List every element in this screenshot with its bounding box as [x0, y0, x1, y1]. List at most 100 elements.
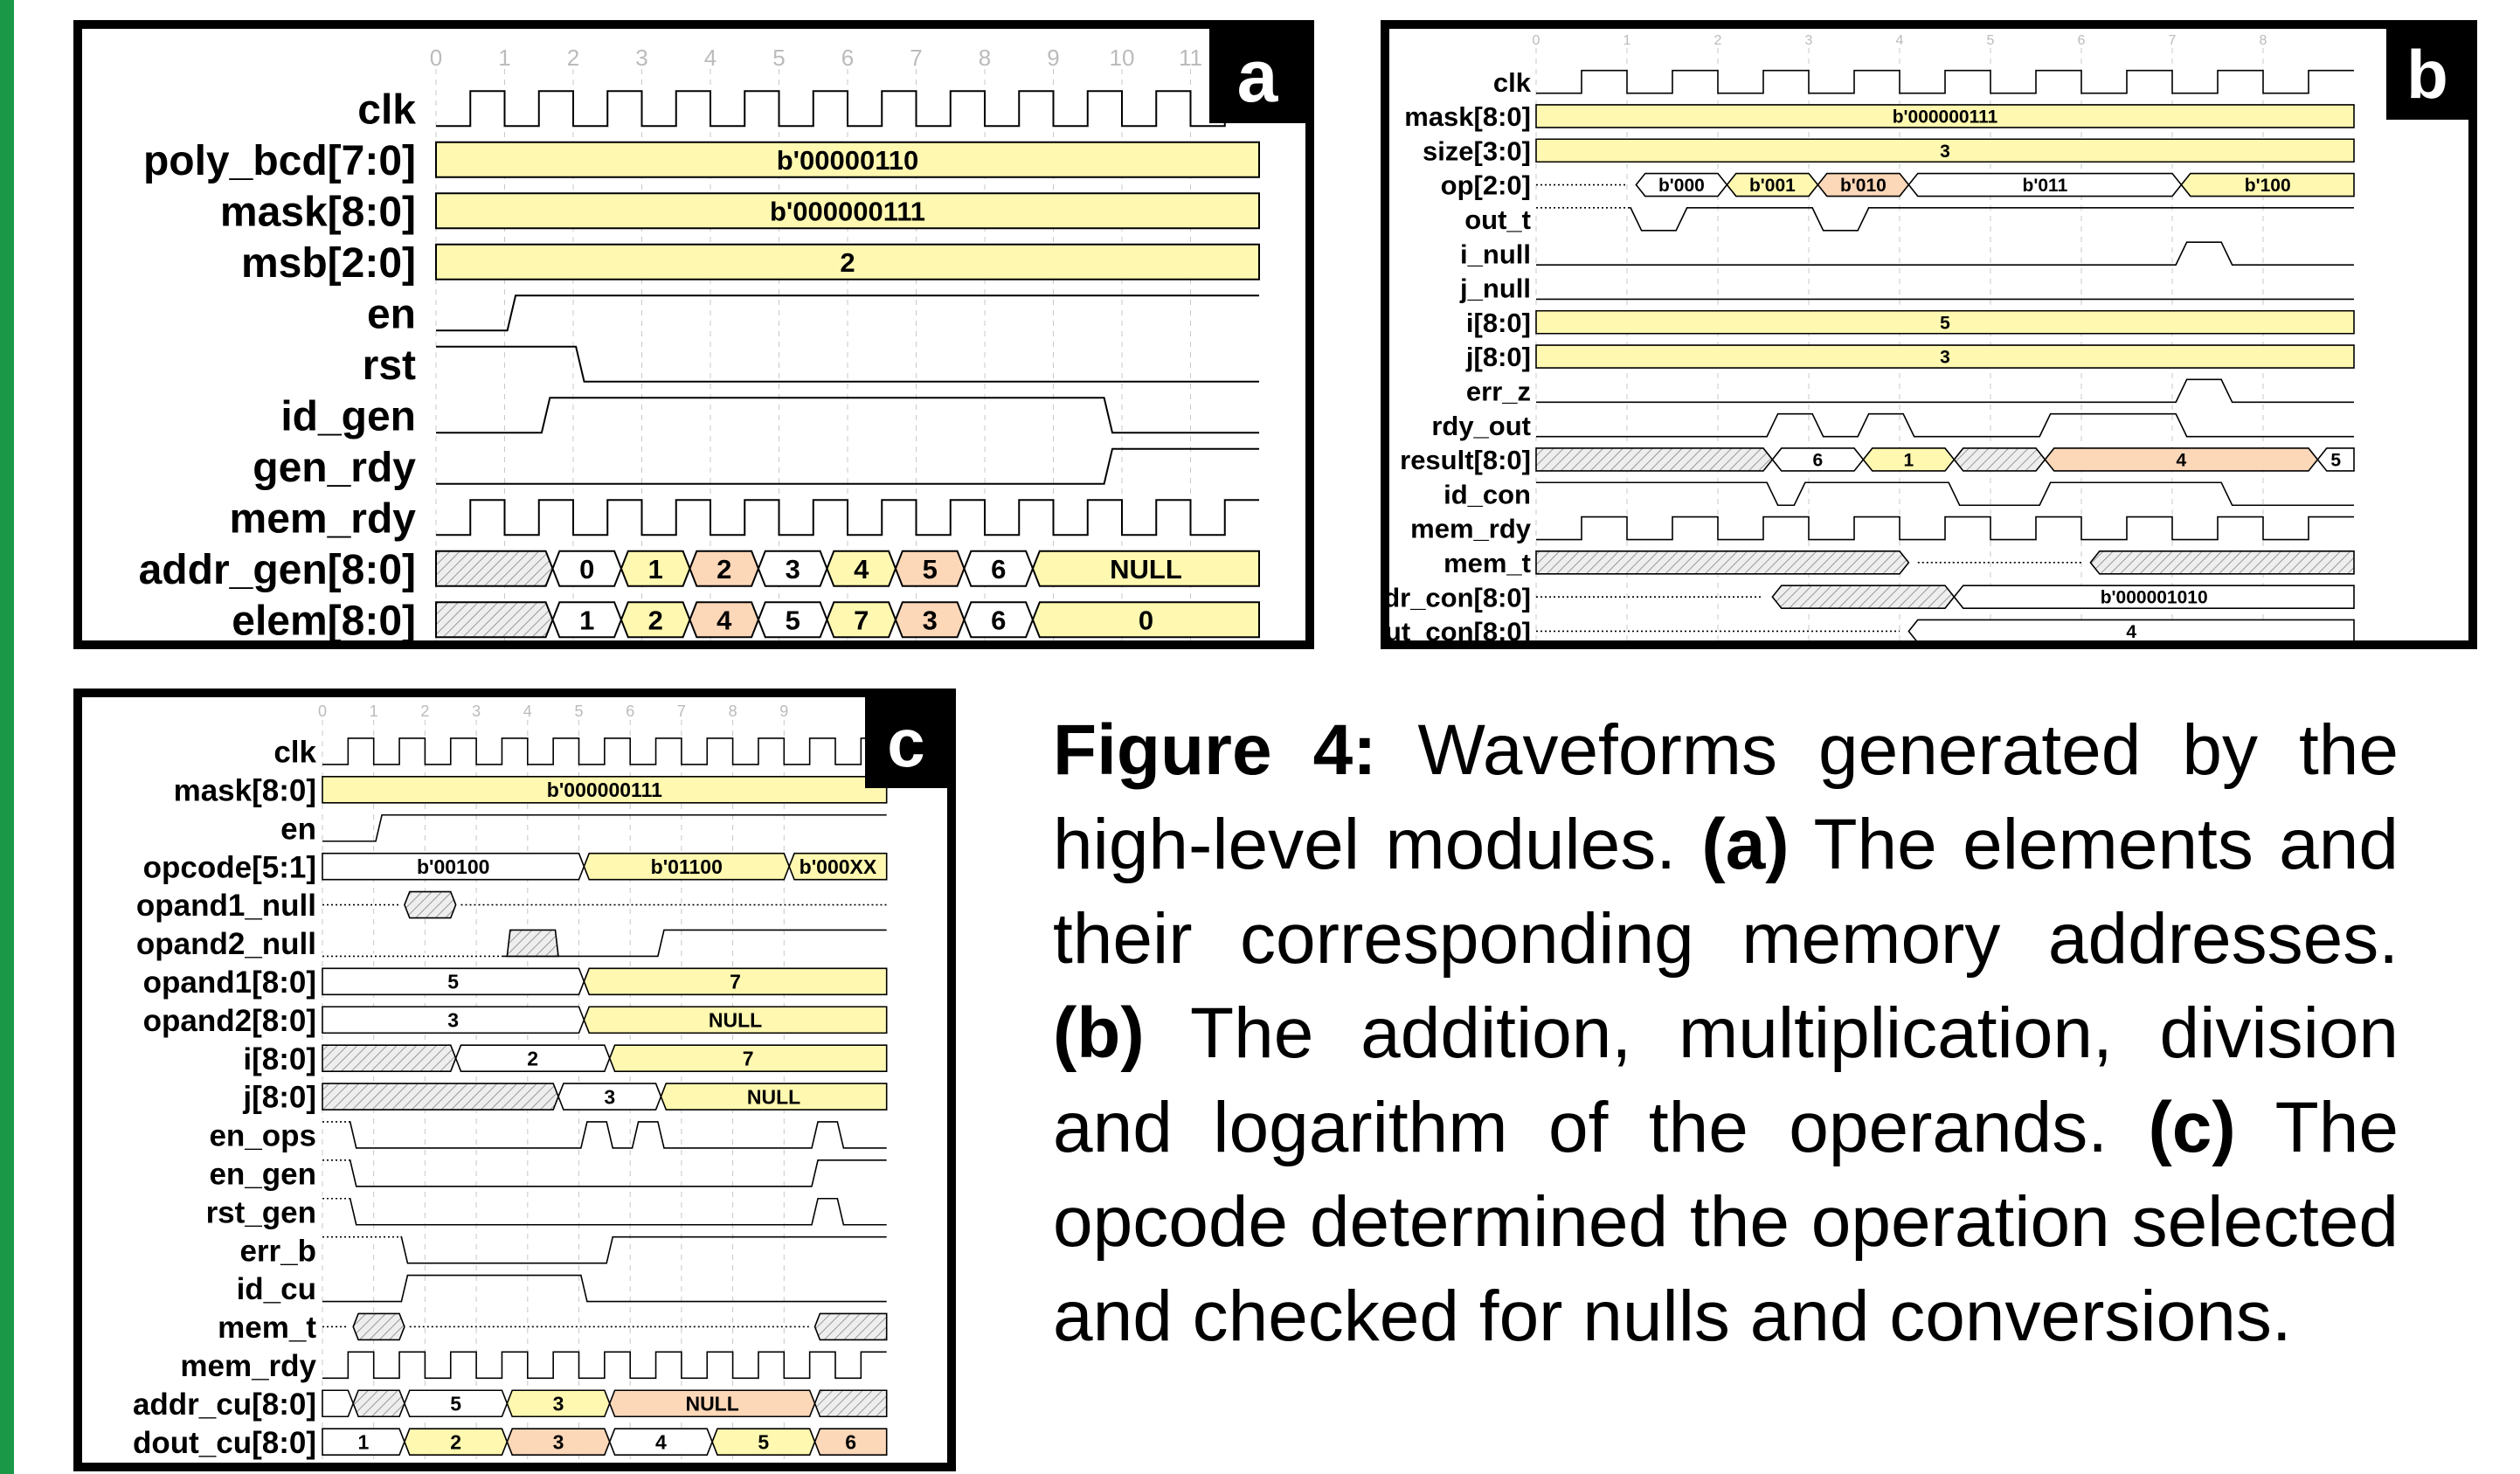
panel-letter-b: b [2386, 29, 2468, 120]
clock-wave [322, 1351, 887, 1380]
signal-row: opand1_null [136, 889, 887, 923]
bus-segment [1031, 601, 1260, 639]
signal-row: en_ops [209, 1119, 887, 1153]
signal-name: addr_cu[8:0] [133, 1387, 316, 1422]
tick-label: 6 [626, 702, 634, 720]
signal-row: mask[8:0] b'000000111 [1404, 101, 2355, 132]
signal-row: opand2_null [136, 927, 887, 961]
signal-name: en [280, 812, 316, 846]
tick-label: 3 [472, 702, 481, 720]
bus-segment [788, 852, 888, 881]
panel-letter-c: c [865, 697, 947, 788]
signal-name: j_null [1459, 273, 1531, 304]
bus-segment [322, 967, 585, 996]
bit-wave [436, 294, 1259, 332]
signal-name: dout_con[8:0] [1389, 617, 1531, 640]
bus-value: b'100 [2245, 176, 2291, 196]
clock-wave [322, 737, 887, 765]
signal-row: i[8:0]5 [1466, 308, 2355, 338]
bus-segment [322, 1389, 355, 1418]
signal-name: poly_bcd[7:0] [143, 138, 416, 184]
signal-row: rst [363, 343, 1259, 389]
signal-name: dout_cu[8:0] [133, 1426, 316, 1460]
signal-row: j[8:0]3 [1465, 342, 2355, 372]
bus-segment [435, 550, 554, 587]
bus-value: b'000 [1658, 176, 1705, 196]
bus-segment [352, 1389, 405, 1418]
signal-name: opand2[8:0] [143, 1004, 316, 1038]
signal-row: out_t [1464, 204, 2354, 235]
signal-name: addr_con[8:0] [1389, 582, 1531, 612]
bus-segment [1535, 138, 2355, 163]
bus-value: 3 [553, 1393, 564, 1415]
bit-wave [436, 345, 1259, 383]
signal-name: gen_rdy [253, 445, 416, 491]
bus-segment [435, 243, 1260, 280]
bus-segment [435, 141, 1260, 178]
bus-value: 6 [991, 554, 1006, 585]
bus-segment [1535, 550, 1910, 575]
bus-value: NULL [1110, 554, 1182, 585]
signal-row: en [280, 812, 887, 846]
bus-segment [1953, 585, 2355, 609]
bus-value: 4 [717, 605, 732, 635]
signal-row: mem_rdy [230, 496, 1259, 543]
signal-row: rdy_out [1431, 411, 2354, 441]
signal-name: err_b [239, 1234, 316, 1268]
tick-label: 9 [1047, 45, 1059, 71]
signal-name: id_con [1443, 479, 1531, 509]
bus-segment [322, 1428, 405, 1456]
bus-segment [1535, 344, 2355, 369]
signal-row: mem_rdy [180, 1349, 887, 1383]
signal-name: mem_rdy [230, 496, 417, 543]
signal-name: result[8:0] [1400, 445, 1531, 475]
signal-row: msb[2:0]2 [241, 240, 1260, 287]
bus-value: 3 [923, 605, 938, 635]
bus-value: 0 [1139, 605, 1153, 635]
bus-value: b'011 [2023, 176, 2068, 196]
bus-value: 3 [786, 554, 800, 585]
bus-segment [322, 852, 585, 881]
tick-label: 3 [1805, 33, 1813, 48]
signal-name: elem[8:0] [232, 599, 416, 640]
bus-value: 2 [527, 1047, 538, 1069]
caption-c-text: The opcode determined the operation sele… [1053, 1088, 2399, 1356]
signal-name: mask[8:0] [1404, 101, 1531, 132]
bus-value: 2 [450, 1430, 461, 1453]
signal-row: clk [1493, 67, 2354, 98]
bus-value: 6 [991, 605, 1006, 635]
signal-name: i[8:0] [243, 1042, 316, 1076]
tick-label: 8 [729, 702, 737, 720]
tick-label: 5 [574, 702, 583, 720]
bus-value: 1 [579, 605, 594, 635]
tick-label: 2 [567, 45, 579, 71]
bus-value: 5 [923, 554, 938, 585]
bus-value: b'010 [1840, 176, 1887, 196]
bit-wave [322, 1159, 887, 1187]
hatch-pulse [506, 929, 559, 958]
bus-segment [1535, 447, 1774, 472]
tick-label: 7 [2169, 33, 2177, 48]
signal-name: out_t [1464, 204, 1531, 235]
signal-name: msb[2:0] [241, 240, 416, 287]
tick-label: 2 [420, 702, 429, 720]
bus-value: 4 [2126, 622, 2136, 640]
bus-value: 5 [447, 971, 459, 993]
bus-value: b'000000111 [1893, 107, 1998, 128]
bus-value: 4 [655, 1430, 667, 1453]
bus-value: b'00100 [417, 855, 489, 878]
tick-label: 4 [704, 45, 717, 71]
signal-row: mem_t [1443, 548, 2355, 578]
tick-label: 9 [779, 702, 788, 720]
bit-wave [322, 1274, 887, 1303]
